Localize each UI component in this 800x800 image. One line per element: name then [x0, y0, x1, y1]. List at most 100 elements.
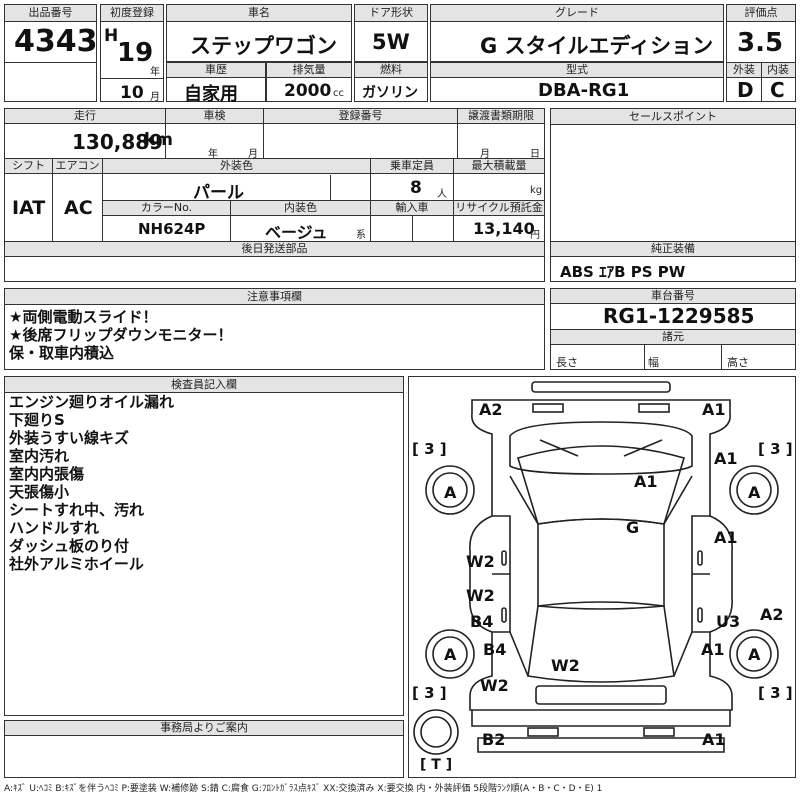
grade: G スタイルエディション — [480, 34, 714, 58]
rear-plate-2 — [643, 727, 675, 737]
front-plate-2 — [638, 403, 670, 413]
damage-rear-glass: W2 — [551, 656, 580, 675]
history-label: 車歴 — [167, 63, 265, 78]
transfer-day-unit: 日 — [530, 149, 540, 160]
rear-plate — [527, 727, 559, 737]
inspector-line: 室内汚れ — [9, 447, 70, 465]
inspection-label: 車検 — [166, 109, 263, 124]
damage-left-sill: B4 — [470, 612, 494, 631]
inspector-line: 天張傷小 — [9, 483, 70, 501]
displacement-label: 排気量 — [267, 63, 351, 78]
hood-outline — [509, 421, 693, 475]
chassis-number: RG1-1229585 — [603, 304, 755, 328]
tire-size-rr: [ 3 ] — [758, 684, 793, 702]
transfer-deadline-label: 譲渡書類期限 — [458, 109, 544, 124]
damage-hood-center: A1 — [634, 472, 658, 491]
exterior-color: パール — [193, 183, 244, 203]
month-unit: 月 — [150, 92, 160, 103]
later-parts-label: 後日発送部品 — [5, 242, 544, 257]
equipment: ABS ｴｱB PS PW — [560, 263, 686, 281]
capacity-label: 乗車定員 — [371, 159, 453, 174]
capacity: 8 — [410, 178, 422, 198]
left-side-sill — [509, 475, 539, 525]
registration-year: 19 — [117, 38, 154, 68]
damage-left-rear-door: W2 — [466, 586, 495, 605]
sales-point-label: セールスポイント — [551, 109, 795, 125]
inspector-line: 室内内張傷 — [9, 465, 85, 483]
score-label: 評価点 — [727, 5, 795, 22]
roof-outline — [537, 518, 665, 610]
inspection-month-unit: 月 — [248, 149, 258, 160]
tire-fr-outer — [729, 465, 779, 515]
front-bumper-top — [531, 381, 671, 393]
color-number-label: カラーNo. — [103, 201, 230, 216]
interior-color-suffix: 系 — [356, 230, 366, 241]
capacity-unit: 人 — [437, 189, 447, 200]
rear-glass-outline — [527, 601, 675, 683]
inspector-line: ハンドルすれ — [9, 519, 100, 537]
inspector-line: ダッシュ板のり付 — [9, 537, 130, 555]
chassis-number-label: 車台番号 — [551, 289, 795, 304]
mileage: 130,889 — [72, 130, 164, 154]
damage-left-front-door: W2 — [466, 552, 495, 571]
tire-size-fr: [ 3 ] — [758, 440, 793, 458]
fuel-label: 燃料 — [355, 63, 427, 78]
legend-text: A:ｷｽﾞ U:ﾍｺﾐ B:ｷｽﾞを伴うﾍｺﾐ P:要塗装 W:補修跡 S:錆 … — [4, 784, 603, 794]
exterior-grade-label: 外装 — [727, 63, 761, 78]
recycle-unit: 円 — [530, 230, 540, 241]
inspector-notes: エンジン廻りオイル漏れ 下廻りS 外装うすい線キズ 室内汚れ 室内内張傷 天張傷… — [9, 393, 174, 573]
damage-right-front-door: A1 — [714, 528, 738, 547]
rear-bumper — [471, 710, 731, 727]
height-label: 高さ — [727, 356, 749, 369]
damage-front-right: A1 — [702, 400, 726, 419]
model-code: DBA-RG1 — [538, 80, 630, 101]
tire-fr-inner — [736, 472, 772, 508]
transfer-month-unit: 月 — [480, 149, 490, 160]
max-load-label: 最大積載量 — [454, 159, 544, 174]
color-number: NH624P — [138, 220, 206, 238]
caution-notes: ★両側電動スライド！ ★後席フリップダウンモニター！ 保・取車内積込 — [9, 308, 232, 362]
front-plate — [532, 403, 564, 413]
tire-size-rl: [ 3 ] — [412, 684, 447, 702]
tire-rr-outer — [729, 629, 779, 679]
score: 3.5 — [737, 28, 784, 58]
specs-label: 諸元 — [551, 330, 795, 345]
shift-label: シフト — [5, 159, 52, 174]
exterior-color-label: 外装色 — [103, 159, 370, 174]
tire-rl-outer — [425, 629, 475, 679]
door-type: 5W — [372, 30, 410, 54]
exterior-grade: D — [737, 78, 754, 102]
displacement: 2000 — [284, 81, 332, 101]
shift: IAT — [12, 197, 46, 219]
caution-line: ★後席フリップダウンモニター！ — [9, 326, 233, 344]
inspector-line: シートすれ中、汚れ — [9, 501, 145, 519]
tire-grade-fl: A — [444, 483, 457, 502]
damage-right-rear-quarter: A1 — [701, 640, 725, 659]
year-unit: 年 — [150, 67, 160, 78]
tire-size-fl: [ 3 ] — [412, 440, 447, 458]
mileage-label: 走行 — [5, 109, 165, 124]
length-label: 長さ — [556, 356, 578, 369]
inspector-line: 下廻りS — [9, 411, 65, 429]
damage-rear-left: B2 — [482, 730, 506, 749]
damage-windshield: G — [626, 518, 640, 537]
damage-right-edge: A2 — [760, 605, 784, 624]
recycle-label: リサイクル預託金 — [454, 201, 544, 216]
width-label: 幅 — [648, 356, 659, 369]
front-bumper — [471, 399, 731, 414]
rear-bumper-low — [477, 737, 725, 753]
vehicle-history: 自家用 — [184, 84, 238, 105]
damage-left-rear-quarter: B4 — [483, 640, 507, 659]
damage-hood-right: A1 — [714, 449, 738, 468]
body-outline-front — [469, 413, 733, 711]
spare-tire-inner — [420, 716, 452, 748]
tire-rl-inner — [432, 636, 468, 672]
car-name: ステップワゴン — [190, 34, 337, 58]
right-rear-line — [673, 631, 693, 677]
damage-front-left: A2 — [479, 400, 503, 419]
inspection-year-unit: 年 — [208, 149, 218, 160]
windshield-outline — [516, 445, 686, 525]
interior-grade: C — [770, 78, 785, 102]
car-name-label: 車名 — [167, 5, 351, 22]
equipment-label: 純正装備 — [551, 242, 795, 257]
